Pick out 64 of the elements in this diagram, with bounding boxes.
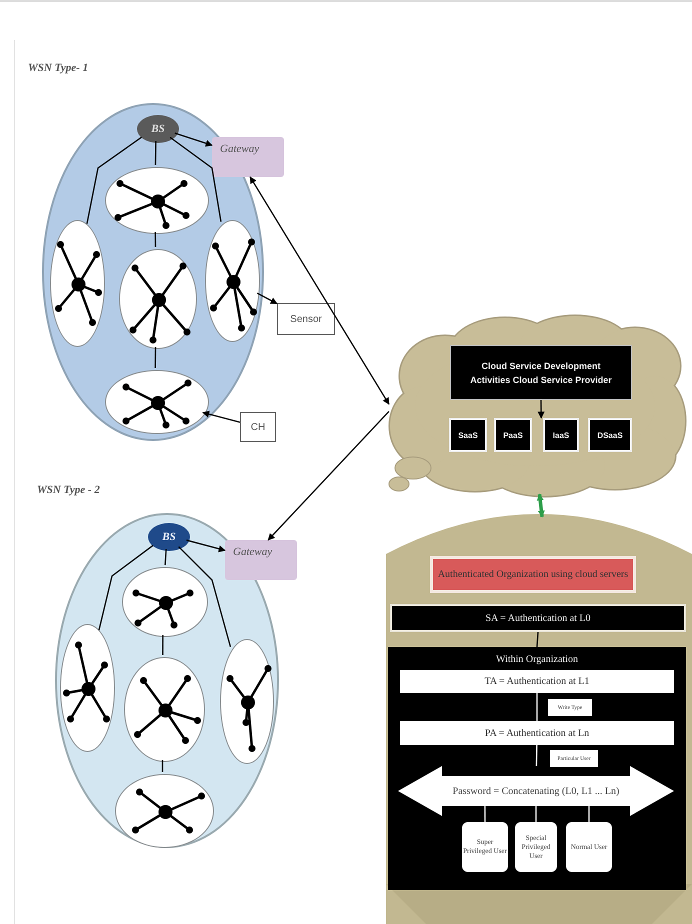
base-station-ellipse [148, 523, 190, 551]
service-box [449, 418, 487, 452]
node-text: Gateway [220, 143, 260, 155]
connector-line [178, 546, 232, 648]
arrow [536, 494, 545, 518]
network-heading: WSN Type - 2 [37, 484, 100, 496]
node-text: Authenticated Organization using cloud servers [438, 569, 628, 580]
node-text: Cloud Service Development Activities Cloud Service Provider [469, 360, 613, 386]
service-box [588, 418, 632, 452]
node-text: PA = Authentication at Ln [484, 728, 590, 738]
service-box [543, 418, 579, 452]
connector-line [536, 744, 538, 766]
connector-line [162, 635, 164, 655]
connector-line [484, 806, 486, 822]
node-text: Sensor [290, 314, 322, 324]
auth-bar [400, 721, 674, 745]
service-box [494, 418, 532, 452]
arrow [186, 540, 226, 552]
network-heading: WSN Type- 1 [28, 62, 88, 74]
gateway-box [225, 540, 297, 580]
connector-line [164, 548, 167, 566]
node-text: PaaS [503, 430, 523, 440]
node-text: Within Organization [496, 654, 578, 665]
organization-panel [388, 647, 686, 890]
arrow [202, 410, 240, 423]
arrow [268, 410, 390, 540]
provider-box [450, 345, 632, 400]
connector-line [536, 632, 539, 648]
node-text: BS [151, 123, 165, 135]
connector-line [86, 136, 142, 224]
connector-line [98, 544, 154, 630]
user-box [566, 822, 612, 872]
node-text: CH [250, 422, 266, 432]
connector-line [588, 806, 590, 822]
label-box [277, 303, 335, 335]
arrow [250, 176, 390, 405]
arrow [256, 292, 278, 304]
tag-box [550, 750, 598, 767]
connector-line [162, 760, 164, 772]
connector-line [536, 693, 538, 721]
auth-bar [390, 604, 686, 632]
user-box [462, 822, 508, 872]
node-text: SA = Authentication at L0 [485, 612, 591, 624]
connector-line [154, 232, 156, 247]
arrow [174, 132, 213, 147]
connector-line [154, 141, 156, 165]
auth-bar [400, 670, 674, 693]
label-box [240, 412, 276, 442]
node-text: SaaS [458, 430, 478, 440]
organization-banner [430, 556, 636, 593]
user-box [515, 822, 557, 872]
node-text: Gateway [233, 546, 272, 558]
arrow [538, 400, 545, 419]
connector-line [154, 346, 156, 368]
node-text: IaaS [552, 430, 570, 440]
node-text: DSaaS [597, 430, 623, 440]
connector-line [535, 806, 537, 822]
connector-line [170, 136, 222, 222]
node-text: BS [162, 531, 176, 543]
tag-box [548, 699, 592, 716]
gateway-box [212, 137, 284, 177]
node-text: Password = Concatenating (L0, L1 ... Ln) [452, 786, 620, 796]
node-text: TA = Authentication at L1 [484, 676, 590, 687]
base-station-ellipse [137, 115, 179, 143]
